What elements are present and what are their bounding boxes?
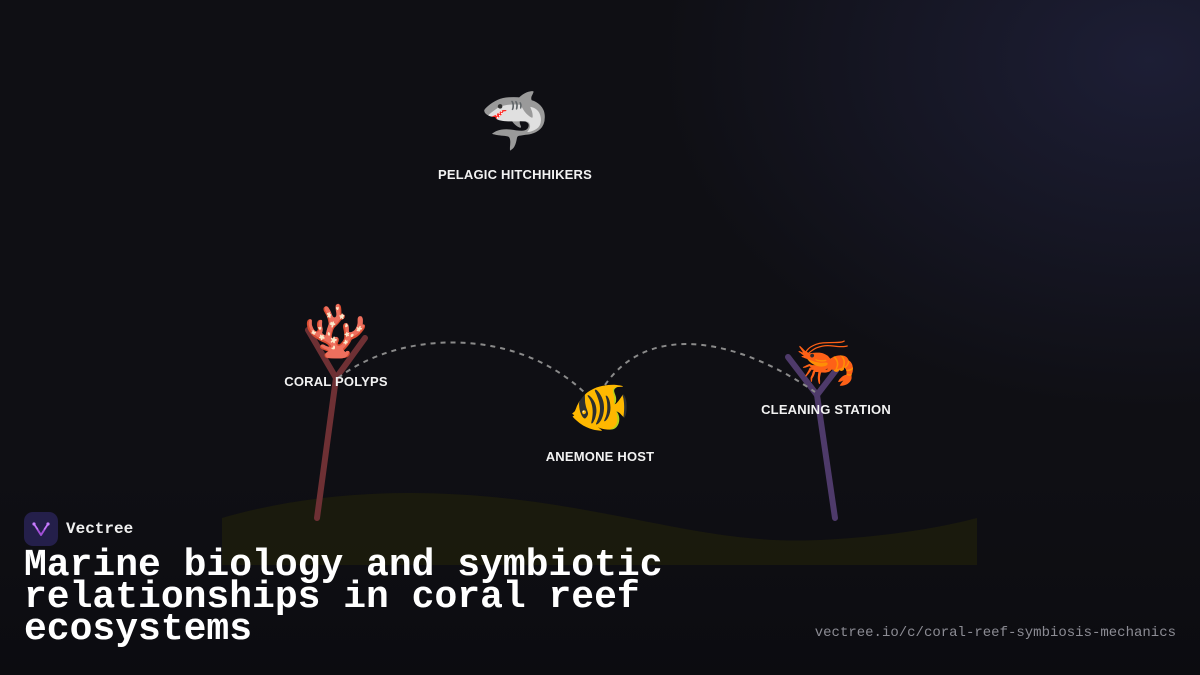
- page-title: Marine biology and symbiotic relationshi…: [24, 544, 663, 651]
- node-label-pelagic-hitchhikers: PELAGIC HITCHHIKERS: [437, 167, 593, 182]
- page-url: vectree.io/c/coral-reef-symbiosis-mechan…: [814, 625, 1176, 641]
- seabed: [222, 493, 977, 565]
- coral-icon: 🪸: [303, 302, 369, 362]
- shrimp-icon: 🦐: [794, 333, 858, 391]
- node-label-coral-polyps: CORAL POLYPS: [284, 374, 388, 389]
- shark-icon: 🦈: [480, 89, 550, 154]
- node-label-cleaning-station: CLEANING STATION: [761, 402, 891, 417]
- fish-icon: 🐠: [568, 378, 632, 436]
- connector-coral-fish: [337, 341, 591, 399]
- connector-fish-shrimp: [604, 343, 816, 393]
- vectree-logo-icon: [24, 512, 58, 546]
- brand-name: Vectree: [66, 520, 134, 538]
- coral-stalk: [305, 327, 368, 521]
- shrimp-stalk: [785, 354, 843, 521]
- brand: Vectree: [24, 512, 133, 546]
- node-label-anemone-host: ANEMONE HOST: [545, 449, 655, 464]
